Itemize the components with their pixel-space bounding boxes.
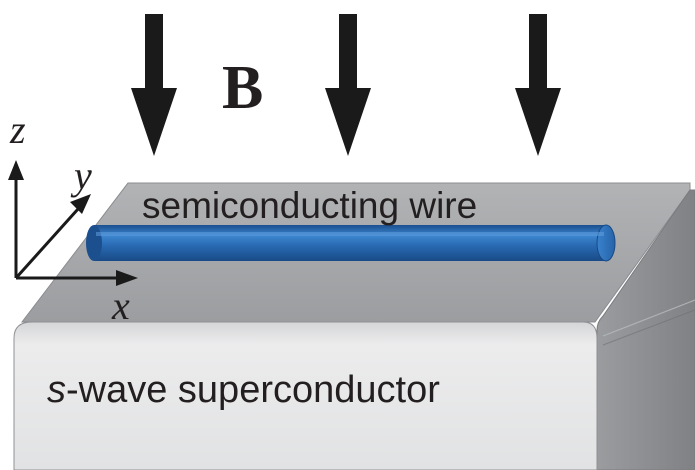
semiconducting-wire — [86, 224, 616, 262]
superconductor-side-edge-line — [602, 299, 695, 337]
wire-highlight — [96, 232, 604, 236]
superconductor-label-rest: -wave superconductor — [66, 369, 440, 411]
field-arrow — [131, 14, 177, 156]
field-arrow — [515, 14, 561, 156]
z-axis-label: z — [9, 107, 26, 152]
z-axis-arrowhead — [8, 160, 24, 180]
superconductor-front-face — [13, 321, 598, 470]
wire-label: semiconducting wire — [142, 185, 477, 226]
superconductor-side-edge-line-2 — [602, 309, 695, 346]
x-axis-label: x — [111, 283, 130, 328]
field-arrow — [325, 14, 371, 156]
magnetic-field-label: B — [222, 54, 263, 122]
wire-body — [94, 225, 606, 261]
superconductor-side-face — [596, 189, 695, 470]
y-axis-label: y — [70, 153, 92, 198]
y-axis-line — [14, 207, 80, 280]
wire-left-end — [86, 225, 102, 261]
y-axis-arrowhead — [70, 194, 91, 214]
superconductor-label-italic: s — [47, 369, 66, 411]
coordinate-axes — [8, 160, 138, 286]
magnetic-field-arrows — [131, 14, 561, 156]
superconductor-label: s-wave superconductor — [47, 369, 440, 411]
x-axis-arrowhead — [116, 270, 138, 286]
wire-right-cap — [596, 224, 616, 262]
